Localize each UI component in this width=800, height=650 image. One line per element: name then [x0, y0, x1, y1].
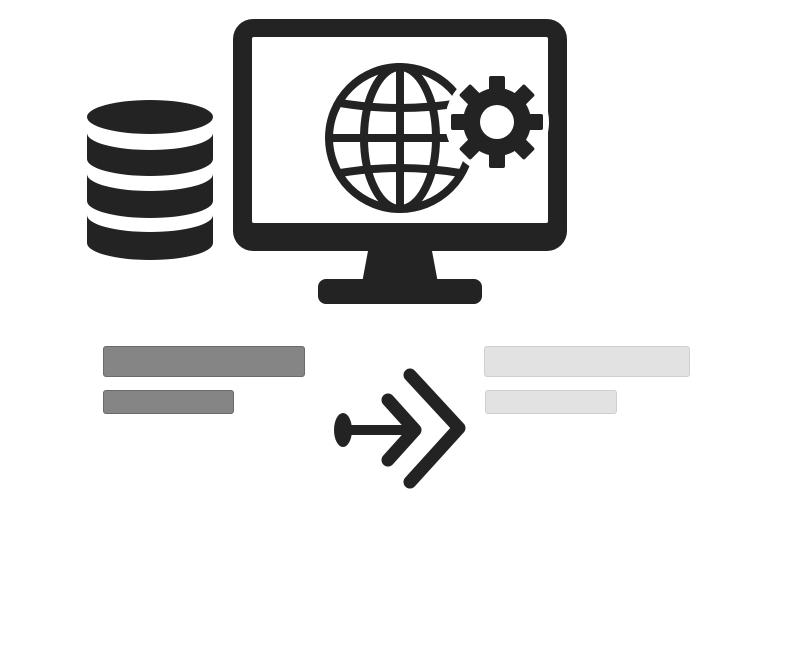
target-placeholder-line-2 — [485, 390, 617, 414]
gear-icon — [445, 70, 549, 174]
database-icon — [87, 100, 213, 260]
target-placeholder-line-1 — [484, 346, 690, 377]
source-placeholder-line-1 — [103, 346, 305, 377]
transfer-arrow-icon — [334, 368, 466, 489]
globe-icon — [325, 63, 475, 213]
source-placeholder-line-2 — [103, 390, 234, 414]
